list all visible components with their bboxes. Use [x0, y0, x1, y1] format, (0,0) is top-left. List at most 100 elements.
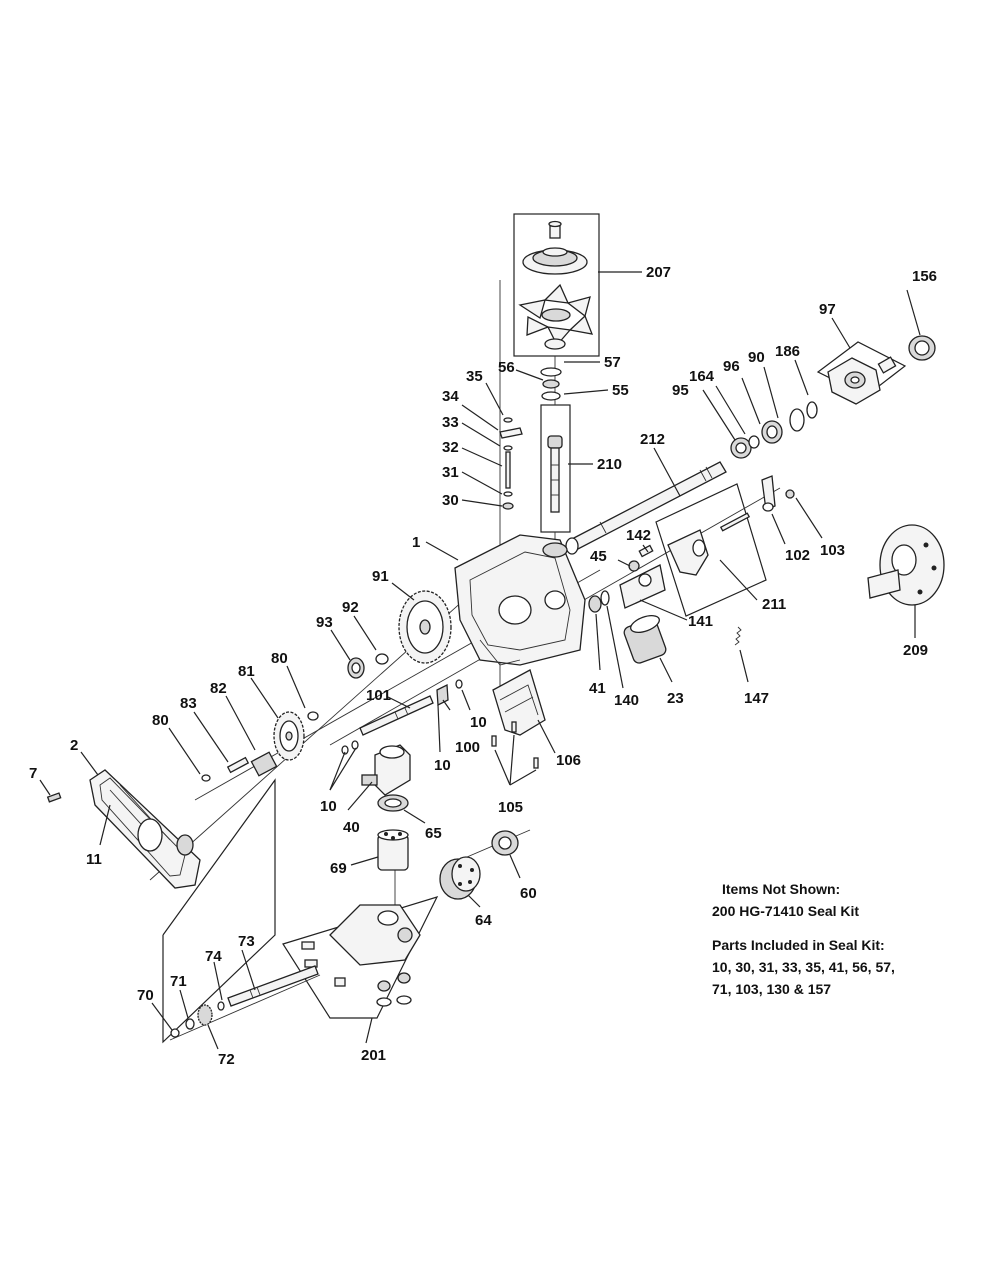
- input-shaft-group-box: [540, 404, 571, 533]
- callout-100: 100: [455, 739, 480, 756]
- axle-hub-97: [827, 356, 897, 405]
- callout-201: 201: [361, 1047, 386, 1064]
- callout-71: 71: [170, 973, 187, 990]
- retaining-ring-90: [789, 408, 805, 432]
- callout-212: 212: [640, 431, 665, 448]
- pump-shaft-73: [227, 965, 319, 1007]
- callout-labels: 207 156 97 186 90 96 164 95 57 56 55 210…: [29, 264, 937, 1068]
- callout-1: 1: [412, 534, 420, 551]
- callout-95: 95: [672, 382, 689, 399]
- input-shaft-210: [547, 435, 563, 513]
- callout-106: 106: [556, 752, 581, 769]
- pump-shaft-group-box: [162, 778, 276, 1044]
- callout-56: 56: [498, 359, 515, 376]
- callout-102: 102: [785, 547, 810, 564]
- bearing-156: [908, 335, 936, 361]
- retaining-ring-57: [540, 367, 562, 377]
- callout-141: 141: [688, 613, 713, 630]
- callout-11: 11: [86, 851, 102, 868]
- callout-80-top: 80: [271, 650, 288, 667]
- callout-55: 55: [612, 382, 629, 399]
- seal-41: [588, 595, 602, 613]
- callout-101: 101: [366, 687, 391, 704]
- callout-211: 211: [762, 596, 786, 613]
- seal-kit-line-2: 71, 103, 130 & 157: [712, 981, 832, 997]
- spring-147: [734, 626, 742, 646]
- callout-156: 156: [912, 268, 937, 285]
- bolt-103: [785, 489, 795, 499]
- callout-93: 93: [316, 614, 333, 631]
- callout-2: 2: [70, 737, 78, 754]
- cylinder-block-69: [377, 829, 409, 871]
- callout-69: 69: [330, 860, 347, 877]
- ring-186: [806, 401, 818, 419]
- callout-140: 140: [614, 692, 639, 709]
- housing-cover-2: [89, 769, 201, 889]
- callout-45: 45: [590, 548, 607, 565]
- washer-80-right: [307, 711, 319, 721]
- washer-56: [542, 379, 560, 389]
- callout-74: 74: [205, 948, 222, 965]
- gear-91: [398, 590, 452, 664]
- callout-23: 23: [667, 690, 684, 707]
- callout-35: 35: [466, 368, 483, 385]
- seal-55: [541, 391, 561, 401]
- washer-74: [217, 1001, 225, 1011]
- bypass-lever-102: [761, 475, 776, 512]
- callout-91: 91: [372, 568, 389, 585]
- ring-71: [185, 1018, 195, 1030]
- pin-83: [226, 756, 250, 774]
- pump-block-40: [361, 744, 411, 796]
- washer-92: [375, 653, 389, 665]
- callout-209: 209: [903, 642, 928, 659]
- callout-40: 40: [343, 819, 360, 836]
- items-not-shown-line: 200 HG-71410 Seal Kit: [712, 903, 860, 919]
- leader-lines: [39, 271, 921, 1050]
- callout-82: 82: [210, 680, 227, 697]
- callout-186: 186: [775, 343, 800, 360]
- callout-33: 33: [442, 414, 459, 431]
- cover-106: [492, 669, 546, 736]
- center-section-201: [301, 904, 421, 1007]
- callout-164: 164: [689, 368, 715, 385]
- callout-103: 103: [820, 542, 845, 559]
- bypass-linkage-group-box: [655, 483, 767, 617]
- callout-30: 30: [442, 492, 459, 509]
- callout-142: 142: [626, 527, 651, 544]
- filter-23: [623, 615, 667, 664]
- callout-32: 32: [442, 439, 459, 456]
- washer-164: [748, 435, 760, 449]
- callout-96: 96: [723, 358, 740, 375]
- callout-147: 147: [744, 690, 769, 707]
- callout-80-left: 80: [152, 712, 169, 729]
- seal-kit-title: Parts Included in Seal Kit:: [712, 937, 885, 953]
- callout-72: 72: [218, 1051, 235, 1068]
- callout-97: 97: [819, 301, 836, 318]
- pinion-82: [250, 751, 278, 777]
- washer-10-right: [455, 679, 463, 689]
- housing-1: [454, 534, 586, 666]
- cooling-fan: [518, 283, 594, 350]
- seal-kit-line-1: 10, 30, 31, 33, 35, 41, 56, 57,: [712, 959, 895, 975]
- bearing-93: [347, 657, 365, 679]
- axle-shaft-212: [565, 461, 727, 555]
- callout-64: 64: [475, 912, 492, 929]
- callout-210: 210: [597, 456, 622, 473]
- pulley-assembly: [522, 220, 588, 275]
- drive-flange-209: [867, 524, 945, 606]
- washer-70: [170, 1028, 180, 1038]
- bolts-105: [491, 721, 539, 769]
- gear-72: [197, 1004, 213, 1026]
- callout-73: 73: [238, 933, 255, 950]
- pulley-fan-group-box: [513, 213, 600, 357]
- ring-140: [600, 590, 610, 606]
- callout-10-mid: 10: [434, 757, 451, 774]
- brake-100: [436, 683, 449, 707]
- callout-92: 92: [342, 599, 359, 616]
- callout-31: 31: [442, 464, 459, 481]
- seal-65: [377, 794, 409, 812]
- callout-105: 105: [498, 799, 523, 816]
- lower-shaft-axis-line: [169, 974, 321, 1041]
